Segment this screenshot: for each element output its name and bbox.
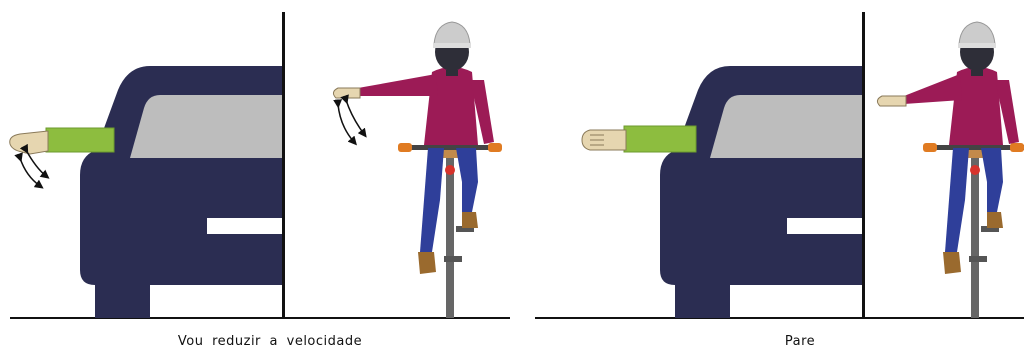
driver-arm [582, 126, 696, 152]
car-silhouette [80, 12, 285, 318]
cyclist-figure [877, 22, 1024, 318]
caption-stop: Pare [700, 334, 900, 349]
panel-slow-down [10, 12, 510, 318]
car-silhouette [660, 12, 865, 318]
panel-stop [535, 12, 1024, 318]
curved-arrow-icon [338, 104, 354, 142]
curved-arrow-icon [346, 100, 364, 134]
curved-arrow-icon [20, 158, 40, 186]
driver-arm [10, 128, 114, 154]
curved-arrow-icon [26, 150, 46, 176]
caption-slow-down: Vou reduzir a velocidade [150, 334, 390, 349]
cyclist-figure [333, 22, 502, 318]
